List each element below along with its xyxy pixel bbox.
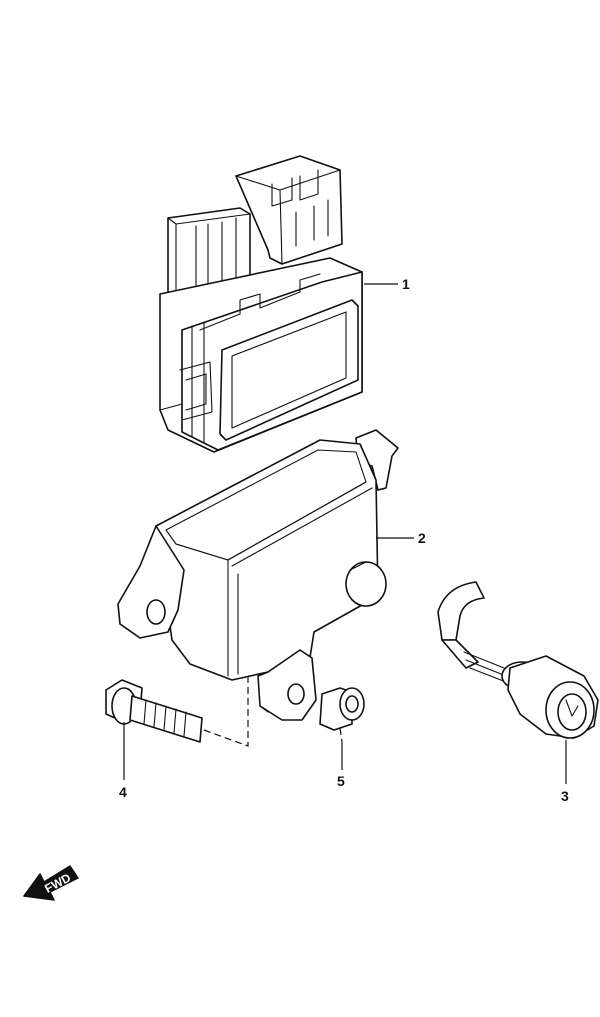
assembly-line-collar [339, 727, 343, 743]
fwd-arrow-icon: FWD [23, 865, 79, 901]
callout-1: 1 [402, 276, 410, 292]
part-5-collar[interactable] [319, 687, 365, 731]
assembly-line-bolt [203, 672, 249, 747]
callout-4: 4 [119, 784, 127, 800]
callout-5: 5 [337, 773, 345, 789]
part-2-bracket[interactable] [117, 429, 399, 721]
part-3-grommet[interactable] [437, 581, 599, 739]
part-1-control-module[interactable] [159, 155, 363, 453]
part-4-bolt[interactable] [105, 679, 203, 743]
callout-2: 2 [418, 530, 426, 546]
callout-3: 3 [561, 788, 569, 804]
